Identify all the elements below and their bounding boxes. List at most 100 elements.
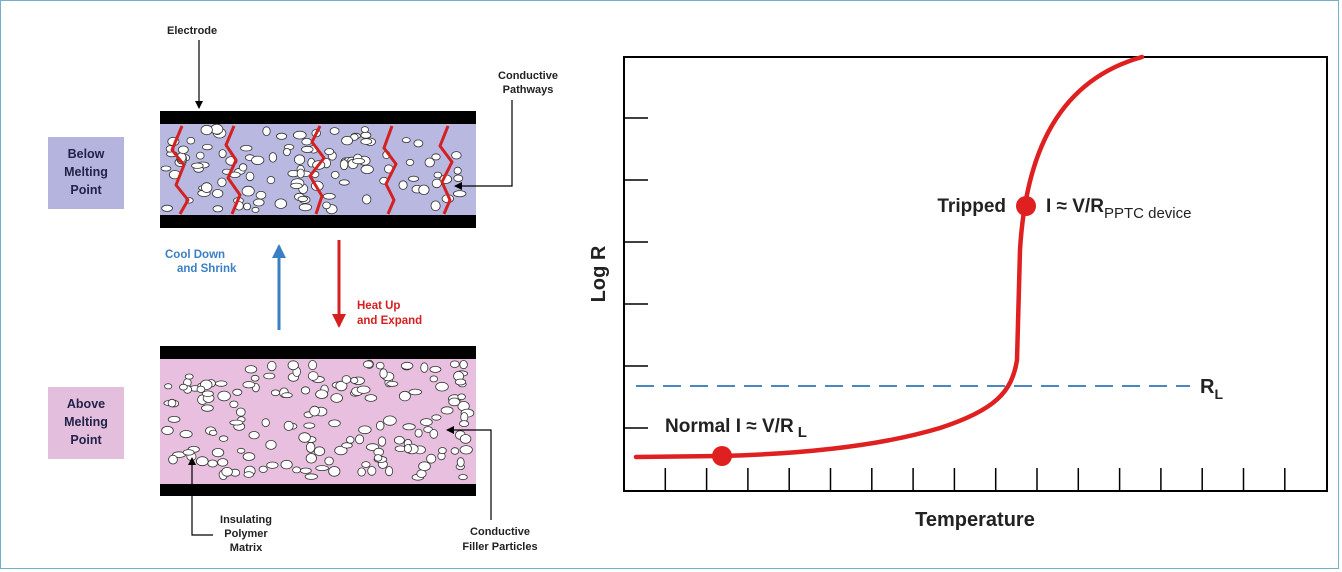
filler-particle [307,371,319,381]
filler-label-line1: Conductive [470,526,530,538]
filler-particle [341,375,352,384]
filler-particle [184,373,194,380]
filler-particle [218,149,227,159]
tripped-formula: I ≈ V/RPPTC device [1046,196,1191,222]
filler-particle [401,137,411,144]
filler-particle [244,365,258,374]
pathway-5 [438,125,454,215]
filler-particle [398,180,408,190]
filler-particle [426,453,437,464]
y-axis-label: Log R [588,245,610,302]
filler-particle [161,204,173,212]
filler-particle [179,383,188,391]
filler-particle [418,184,430,196]
filler-particle [168,454,178,465]
filler-particle [262,126,271,136]
filler-particle [341,442,353,449]
filler-particle [217,390,231,402]
filler-particle [360,164,374,174]
filler-particle [167,398,177,408]
filler-particle [177,145,189,154]
filler-particle [164,383,173,390]
lower-top-electrode [160,346,476,359]
pathways-label-line1: Conductive [498,70,558,82]
filler-particle [360,131,372,139]
bottom-electrode [160,484,476,496]
filler-particle [240,144,253,152]
filler-particle [408,175,420,182]
filler-particle [431,178,442,189]
filler-particle [379,368,388,379]
filler-particle [451,151,462,160]
filler-particle [324,148,335,156]
pathway-3 [308,125,326,215]
filler-particle [304,473,318,480]
filler-particle [196,385,206,393]
filler-particle [263,372,276,380]
filler-label-line2: Filler Particles [462,541,537,553]
filler-particle [294,154,306,165]
filler-particle [229,400,239,408]
filler-particle [453,166,462,175]
filler-particle [299,467,312,474]
filler-particle [377,436,387,447]
above-state-line3: Point [70,433,102,447]
filler-particle [255,190,267,200]
filler-particle [201,404,214,412]
filler-particle [191,162,204,169]
filler-particle [385,466,394,477]
filler-particle [258,465,268,473]
filler-particle [292,130,307,140]
filler-particle [245,171,255,182]
filler-particle [282,147,291,156]
filler-particle [202,144,213,151]
filler-particle [283,420,294,431]
above-state-box [48,387,124,459]
filler-particle [217,177,227,188]
filler-particle [328,466,341,477]
filler-particle [242,452,256,461]
below-state-box [48,137,124,209]
filler-particle [402,423,416,431]
tripped-marker [1016,196,1036,216]
filler-particle [221,466,233,477]
below-particles [160,123,467,215]
filler-particle [201,390,214,397]
filler-particle [350,376,359,384]
filler-particle [305,453,317,464]
filler-particle [315,465,329,472]
filler-particle [435,381,449,392]
filler-particle [429,375,438,383]
above-particles [161,359,475,481]
filler-particle [232,388,243,396]
filler-particle [313,446,326,457]
filler-particle [456,457,465,468]
filler-particle [280,459,293,470]
filler-particle [398,390,411,402]
filler-particle [341,135,354,146]
filler-particle [250,374,260,382]
filler-particle [360,138,373,145]
filler-particle [266,176,276,185]
rl-label: RL [1200,376,1223,402]
filler-particle [400,361,414,370]
filler-particle [413,139,424,148]
below-state-line2: Melting [64,165,108,179]
filler-particle [322,193,336,200]
filler-particle [211,447,225,458]
filler-particle [448,397,461,407]
filler-particle [207,459,218,468]
below-state-line3: Point [70,183,102,197]
matrix-label-line1: Insulating [220,514,272,526]
filler-particle [322,201,331,210]
filler-particle [281,392,293,399]
filler-particle [217,458,229,467]
filler-particle [292,466,302,474]
matrix-label-line2: Polymer [224,528,268,540]
filler-particle [268,152,277,163]
filler-particle [229,419,244,426]
filler-particle [200,182,213,193]
filler-particle [214,380,228,387]
filler-particle [420,362,429,373]
filler-particle [243,471,254,478]
